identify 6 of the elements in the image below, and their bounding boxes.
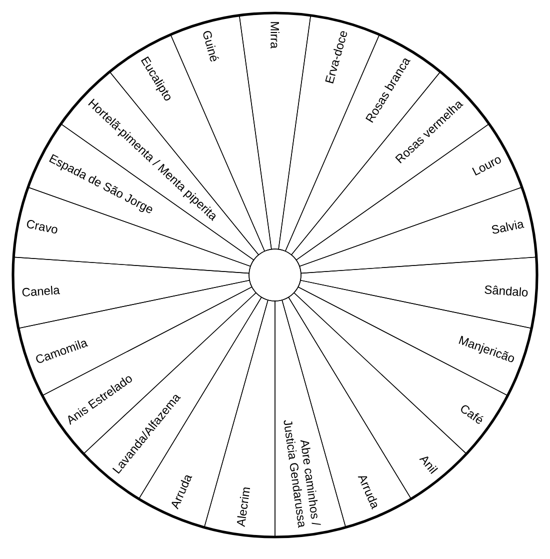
wheel-sector: Canela [12,256,250,329]
wheel-sector: Sândalo [300,256,538,329]
wheel-sector: Abre caminhos / Justicia Gendarussa [274,300,346,538]
wheel-sector: Mirra [238,12,312,250]
wheel-sector: Alecrim [204,300,276,538]
wheel-sector: Salvia [299,186,537,274]
